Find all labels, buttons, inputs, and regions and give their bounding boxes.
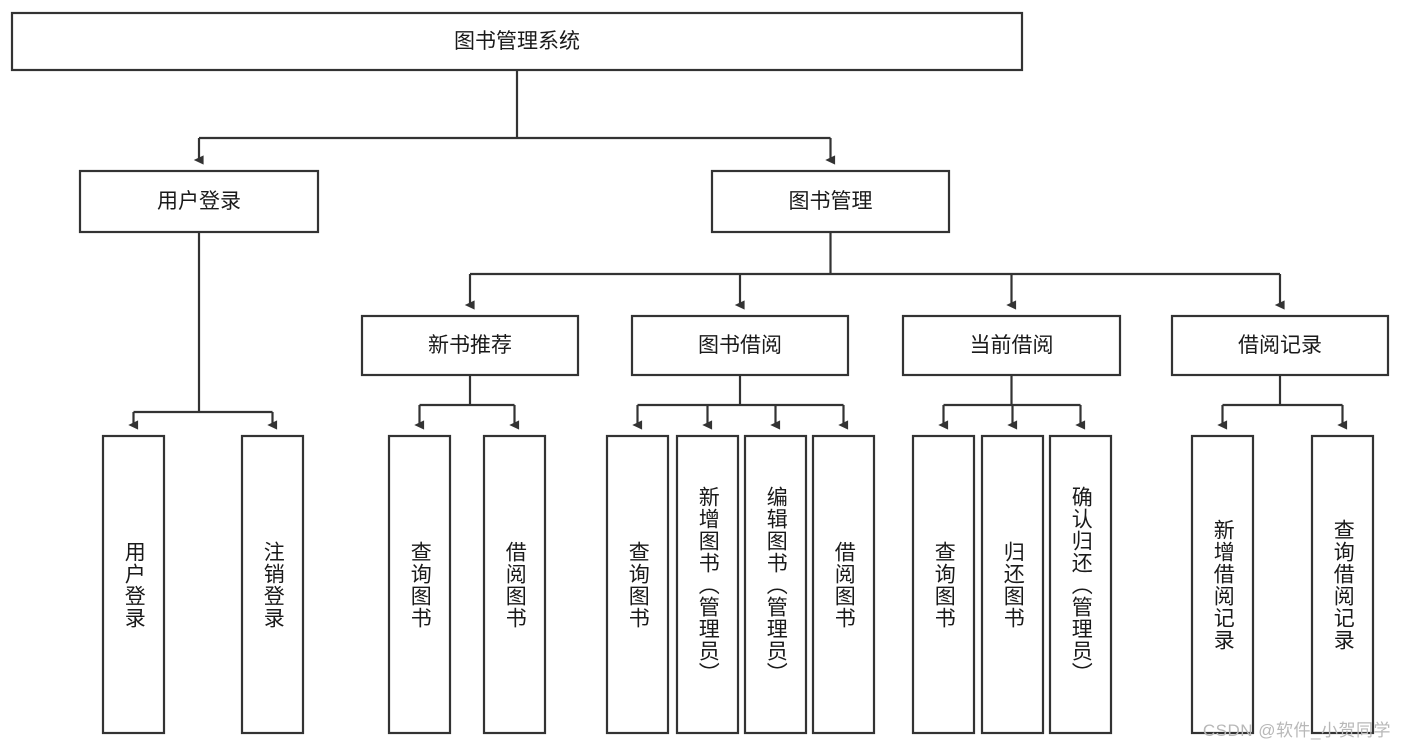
- level3-node-label: 新书推荐: [428, 334, 512, 357]
- level3-node[interactable]: [901, 314, 1122, 377]
- root-node-label: 图书管理系统: [454, 30, 580, 53]
- leaf-node[interactable]: [605, 434, 670, 735]
- level2-node-label: 用户登录: [157, 190, 241, 213]
- leaf-node[interactable]: [911, 434, 976, 735]
- level3-node[interactable]: [630, 314, 850, 377]
- level3-node[interactable]: [360, 314, 580, 377]
- leaf-node[interactable]: [482, 434, 547, 735]
- level2-node[interactable]: [710, 169, 951, 234]
- leaf-node[interactable]: [101, 434, 166, 735]
- root-node[interactable]: [10, 11, 1024, 72]
- leaf-node[interactable]: [980, 434, 1045, 735]
- level3-node-label: 图书借阅: [698, 334, 782, 357]
- connector-layer: [128, 70, 1348, 430]
- level3-node-label: 借阅记录: [1238, 334, 1322, 357]
- level2-node[interactable]: [78, 169, 320, 234]
- level3-node-label: 当前借阅: [970, 334, 1054, 357]
- leaf-node[interactable]: [240, 434, 305, 735]
- leaf-node[interactable]: [1190, 434, 1255, 735]
- level2-node-label: 图书管理: [789, 190, 873, 213]
- leaf-node[interactable]: [811, 434, 876, 735]
- watermark-text: CSDN @软件_小贺同学: [1202, 721, 1391, 740]
- leaf-node[interactable]: [743, 434, 808, 735]
- leaf-node[interactable]: [1048, 434, 1113, 735]
- leaf-node[interactable]: [675, 434, 740, 735]
- leaf-node[interactable]: [387, 434, 452, 735]
- leaf-node[interactable]: [1310, 434, 1375, 735]
- level3-node[interactable]: [1170, 314, 1390, 377]
